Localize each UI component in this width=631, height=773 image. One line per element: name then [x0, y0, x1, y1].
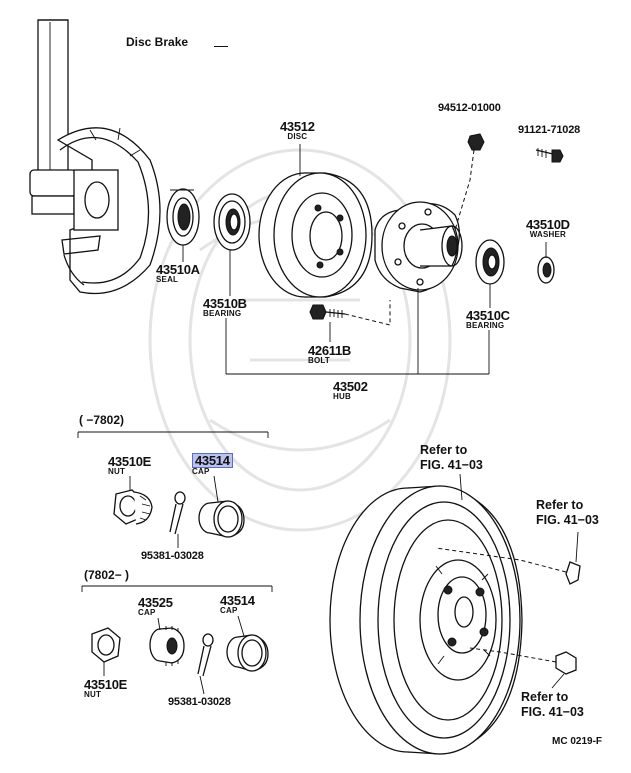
reference-line1: Refer to [536, 498, 584, 512]
part-43514-old[interactable]: 43514 CAP [192, 453, 233, 476]
section-bracket-new [81, 585, 273, 592]
part-91121-71028[interactable]: 91121-71028 [518, 125, 580, 136]
part-name: BEARING [466, 321, 505, 330]
part-number: 43510D [526, 217, 570, 232]
disc-43512-drawing [258, 172, 373, 298]
part-43514-new[interactable]: 43514 CAP [220, 594, 255, 615]
part-43510E-new[interactable]: 43510E NUT [84, 678, 127, 699]
part-name: CAP [220, 606, 238, 615]
cap-43514-new-drawing [226, 634, 269, 672]
diagram-title: Disc Brake [126, 35, 189, 49]
part-name: DISC [287, 132, 308, 141]
hub-bolt-42611B-drawing [309, 300, 391, 326]
part-number: 94512-01000 [438, 102, 501, 114]
reference-fig-41-03-wheel[interactable]: Refer to FIG. 41−03 [420, 443, 483, 473]
strut-tube [29, 19, 77, 215]
part-name: HUB [333, 392, 351, 401]
part-name: BEARING [203, 309, 242, 318]
part-name: CAP [138, 608, 156, 617]
reference-line2: FIG. 41−03 [536, 513, 599, 527]
castle-cap-43525-drawing [149, 626, 185, 666]
reference-line2: FIG. 41−03 [521, 705, 584, 719]
reference-line1: Refer to [521, 690, 569, 704]
nut-94512-drawing [454, 133, 485, 231]
part-name: CAP [192, 467, 210, 476]
part-42611B[interactable]: 42611B BOLT [308, 344, 351, 365]
catalog-code: MC 0219-F [552, 736, 603, 747]
bolt-91121-drawing [535, 148, 564, 163]
part-43512[interactable]: 43512 DISC [280, 120, 315, 141]
bearing-43510B-drawing [213, 193, 251, 251]
reference-line2: FIG. 41−03 [420, 458, 483, 472]
part-95381-03028-new[interactable]: 95381-03028 [168, 697, 231, 708]
part-number: 95381-03028 [141, 550, 204, 562]
part-number: 43510A [156, 262, 200, 277]
part-number: 43510E [108, 454, 152, 469]
hub-43502-drawing [374, 201, 463, 293]
part-name: NUT [84, 690, 102, 699]
part-number: 42611B [308, 343, 352, 358]
part-43510C[interactable]: 43510C BEARING [466, 309, 510, 330]
cap-43514-old-drawing [198, 500, 245, 538]
part-number: 95381-03028 [168, 696, 231, 708]
bearing-43510C-drawing [475, 239, 505, 285]
title-dash [214, 46, 228, 48]
reference-fig-41-03-lug-nut[interactable]: Refer to FIG. 41−03 [521, 690, 584, 720]
part-95381-03028-old[interactable]: 95381-03028 [141, 551, 204, 562]
part-name: SEAL [156, 275, 179, 284]
wheel-stud-drawing [435, 547, 581, 585]
part-number: 43510E [84, 677, 128, 692]
part-94512-01000[interactable]: 94512-01000 [438, 103, 501, 114]
reference-line1: Refer to [420, 443, 468, 457]
part-number: 43502 [333, 379, 368, 394]
washer-43510D-drawing [537, 256, 555, 284]
section-bracket-old [77, 431, 269, 438]
part-number: 43510C [466, 308, 510, 323]
cotter-pin-old-drawing [169, 491, 186, 535]
part-name: WASHER [529, 230, 567, 239]
part-number: 43510B [203, 296, 247, 311]
part-number: 43525 [138, 595, 173, 610]
seal-43510A-drawing [166, 188, 200, 246]
reference-fig-41-03-stud[interactable]: Refer to FIG. 41−03 [536, 498, 599, 528]
part-number: 43514 [220, 593, 255, 608]
wheel-drawing [329, 485, 523, 755]
part-43510A[interactable]: 43510A SEAL [156, 263, 200, 284]
part-43525[interactable]: 43525 CAP [138, 596, 173, 617]
backing-plate [56, 127, 161, 295]
part-43510D[interactable]: 43510D WASHER [526, 218, 570, 239]
section-label-new: (7802− ) [84, 568, 130, 582]
section-label-old: ( −7802) [79, 413, 125, 427]
cotter-pin-new-drawing [197, 633, 214, 677]
nut-43510E-new-drawing [91, 627, 121, 663]
hub-group-bracket [225, 288, 490, 375]
part-number-highlighted: 43514 [192, 453, 233, 468]
part-43510B[interactable]: 43510B BEARING [203, 297, 247, 318]
part-name: BOLT [308, 356, 330, 365]
part-name: NUT [108, 467, 126, 476]
part-43502[interactable]: 43502 HUB [333, 380, 368, 401]
part-43510E-old[interactable]: 43510E NUT [108, 455, 151, 476]
leader-lines [103, 144, 579, 695]
part-number: 91121-71028 [518, 124, 581, 136]
lug-nut-drawing [469, 647, 577, 675]
nut-43510E-old-drawing [113, 489, 153, 525]
part-number: 43512 [280, 119, 315, 134]
